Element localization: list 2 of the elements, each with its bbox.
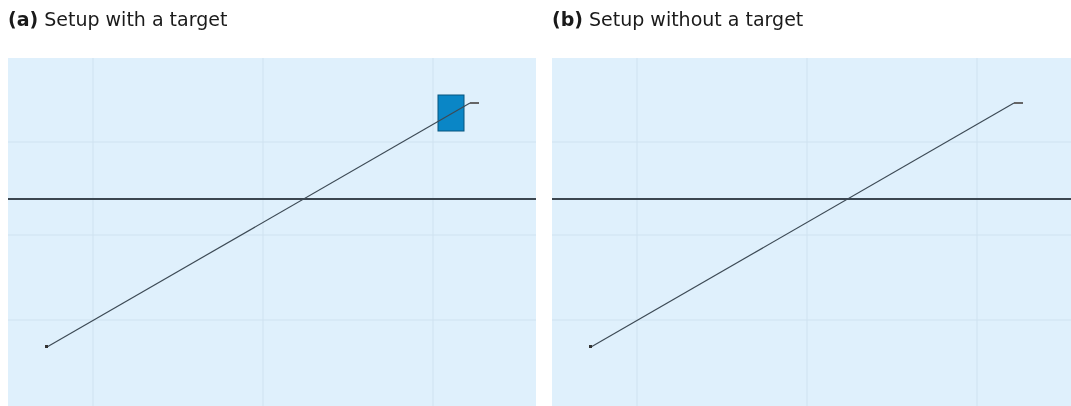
- subfigure-caption: (a) Setup with a target: [8, 8, 228, 30]
- subfigure-caption: (b) Setup without a target: [552, 8, 804, 30]
